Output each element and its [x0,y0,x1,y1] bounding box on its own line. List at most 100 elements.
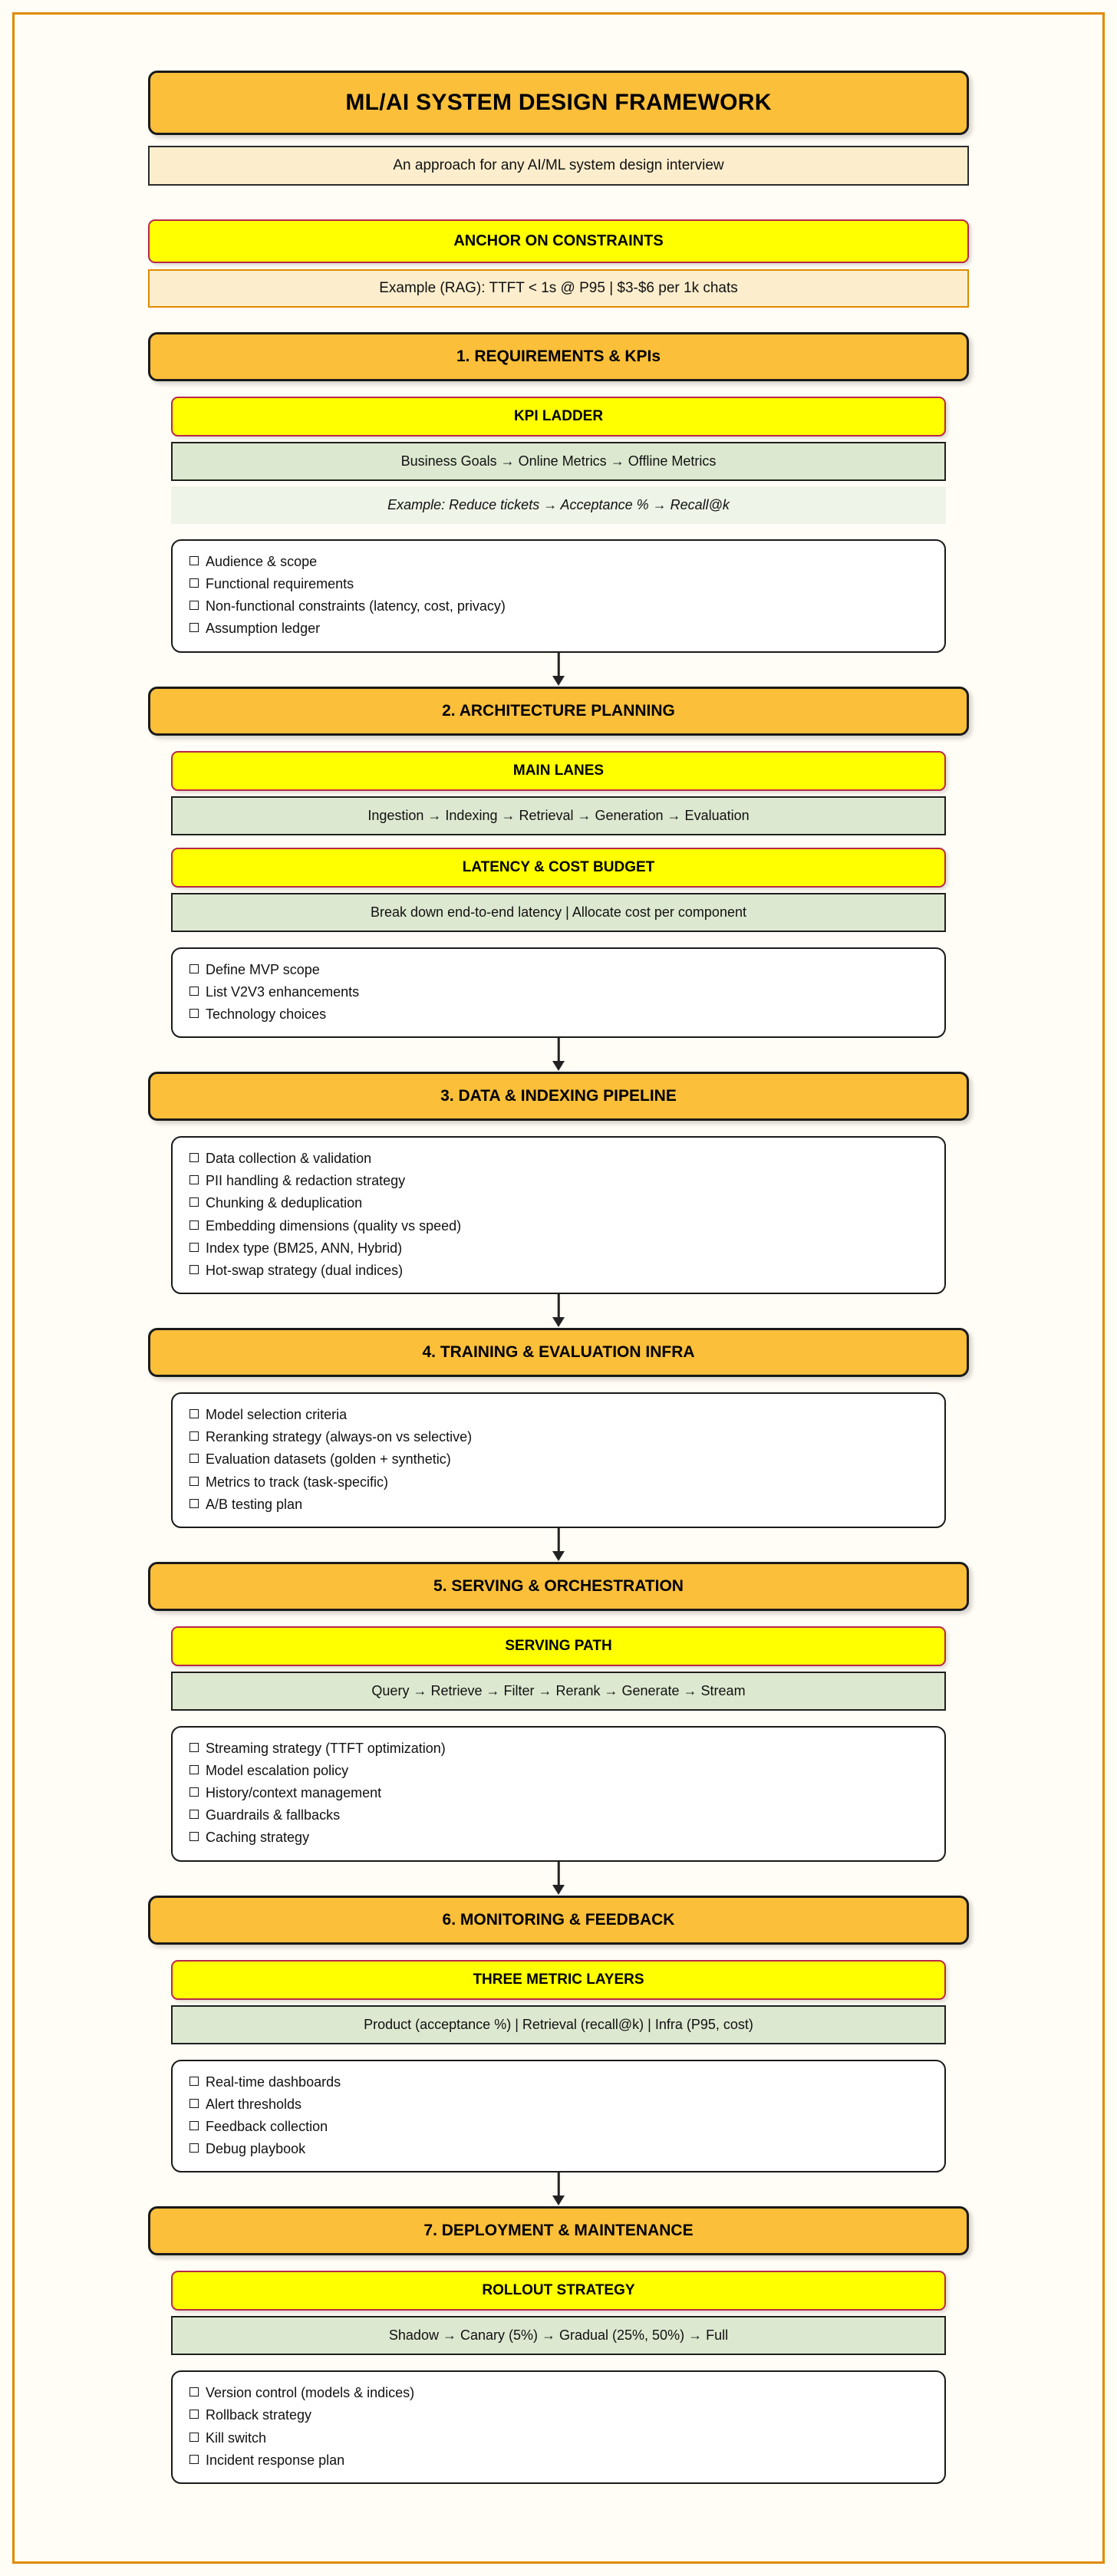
subblock-flow: Query → Retrieve → Filter → Rerank → Gen… [171,1671,946,1711]
checklist-item[interactable]: Chunking & deduplication [189,1192,928,1214]
checkbox-icon[interactable] [189,1764,199,1774]
checklist-item[interactable]: Streaming strategy (TTFT optimization) [189,1738,928,1760]
checklist-item-label: Hot-swap strategy (dual indices) [206,1262,404,1278]
flow-arrow-down-icon [148,652,969,687]
arrow-shaft [557,1861,560,1886]
checkbox-icon[interactable] [189,1153,199,1163]
checklist-item[interactable]: Rollback strategy [189,2404,928,2426]
checklist-item[interactable]: Real-time dashboards [189,2071,928,2093]
checkbox-icon[interactable] [189,2098,199,2108]
checklist-item[interactable]: Metrics to track (task-specific) [189,1471,928,1494]
checklist-item[interactable]: Technology choices [189,1003,928,1026]
checklist-item[interactable]: Version control (models & indices) [189,2382,928,2404]
checklist-item-label: Streaming strategy (TTFT optimization) [206,1740,446,1756]
section-heading-wrap: 2. ARCHITECTURE PLANNING [148,686,969,736]
checklist-item[interactable]: Alert thresholds [189,2093,928,2116]
checklist-item-label: History/context management [206,1785,382,1801]
section-heading-wrap: 3. DATA & INDEXING PIPELINE [148,1072,969,1122]
section-heading-wrap: 7. DEPLOYMENT & MAINTENANCE [148,2206,969,2256]
anchor-example: Example (RAG): TTFT < 1s @ P95 | $3-$6 p… [148,269,969,308]
checkbox-icon[interactable] [189,1264,199,1274]
arrow-shaft [557,652,560,677]
checkbox-icon[interactable] [189,601,199,611]
arrow-head [552,675,565,686]
checkbox-icon[interactable] [189,1175,199,1185]
checklist-item[interactable]: Index type (BM25, ANN, Hybrid) [189,1237,928,1260]
checklist-item[interactable]: Hot-swap strategy (dual indices) [189,1260,928,1282]
checklist-item[interactable]: Debug playbook [189,2138,928,2160]
checkbox-icon[interactable] [189,1454,199,1464]
checkbox-icon[interactable] [189,1832,199,1842]
checklist-item-label: Version control (models & indices) [206,2385,415,2401]
checkbox-icon[interactable] [189,2387,199,2397]
checklist-item[interactable]: History/context management [189,1782,928,1804]
checkbox-icon[interactable] [189,1242,199,1252]
checklist-wrap: Version control (models & indices) Rollba… [171,2370,946,2484]
checklist-item-label: Caching strategy [206,1830,310,1846]
checkbox-icon[interactable] [189,1742,199,1752]
checklist-item-label: Guardrails & fallbacks [206,1807,341,1823]
title-section: ML/AI SYSTEM DESIGN FRAMEWORK An approac… [148,71,969,186]
checklist-item[interactable]: Assumption ledger [189,618,928,640]
checkbox-icon[interactable] [189,2432,199,2442]
checkbox-icon[interactable] [189,556,199,565]
checkbox-icon[interactable] [189,1008,199,1018]
checkbox-icon[interactable] [189,986,199,996]
checklist-item[interactable]: Embedding dimensions (quality vs speed) [189,1215,928,1237]
checkbox-icon[interactable] [189,1810,199,1820]
section-heading: 6. MONITORING & FEEDBACK [148,1895,969,1945]
checklist-item[interactable]: Incident response plan [189,2449,928,2472]
checkbox-icon[interactable] [189,2143,199,2153]
checklist-item[interactable]: Audience & scope [189,551,928,573]
checklist-item[interactable]: Define MVP scope [189,959,928,981]
checklist-item-label: Assumption ledger [206,621,321,637]
checkbox-icon[interactable] [189,1498,199,1508]
checklist-item[interactable]: Feedback collection [189,2116,928,2138]
checkbox-icon[interactable] [189,2120,199,2130]
checklist-item[interactable]: Data collection & validation [189,1148,928,1170]
checklist-item-label: Functional requirements [206,576,354,592]
checklist-item-label: Technology choices [206,1006,327,1022]
checklist-item[interactable]: PII handling & redaction strategy [189,1170,928,1192]
checklist-item[interactable]: List V2V3 enhancements [189,981,928,1003]
section-heading-wrap: 1. REQUIREMENTS & KPIs [148,332,969,381]
checklist-item[interactable]: Non-functional constraints (latency, cos… [189,595,928,618]
checkbox-icon[interactable] [189,2410,199,2420]
checkbox-icon[interactable] [189,1431,199,1441]
flow-arrow-down-icon [148,1527,969,1562]
checkbox-icon[interactable] [189,2454,199,2464]
checklist-item[interactable]: Reranking strategy (always-on vs selecti… [189,1426,928,1448]
section-heading-wrap: 5. SERVING & ORCHESTRATION [148,1561,969,1611]
arrow-shaft [557,1527,560,1553]
checklist-item[interactable]: Guardrails & fallbacks [189,1804,928,1827]
checkbox-icon[interactable] [189,1787,199,1797]
checklist-item[interactable]: Evaluation datasets (golden + synthetic) [189,1448,928,1471]
checklist-item[interactable]: Caching strategy [189,1827,928,1849]
checklist-item-label: Embedding dimensions (quality vs speed) [206,1217,462,1234]
checkbox-icon[interactable] [189,1220,199,1230]
checkbox-icon[interactable] [189,1476,199,1486]
checkbox-icon[interactable] [189,964,199,973]
checklist-item[interactable]: A/B testing plan [189,1494,928,1516]
checklist-item[interactable]: Model selection criteria [189,1404,928,1426]
arrow-shaft [557,1038,560,1063]
checkbox-icon[interactable] [189,1409,199,1419]
checkbox-icon[interactable] [189,578,199,588]
checkbox-icon[interactable] [189,623,199,633]
checklist-item[interactable]: Model escalation policy [189,1760,928,1782]
checklist-item[interactable]: Functional requirements [189,573,928,595]
subblock-title: ROLLOUT STRATEGY [171,2271,946,2311]
flow-arrow-down-icon [148,1038,969,1072]
checkbox-icon[interactable] [189,2076,199,2086]
checklist: Version control (models & indices) Rollba… [171,2370,946,2484]
checklist-item-label: Non-functional constraints (latency, cos… [206,598,506,614]
checklist-item-label: Audience & scope [206,554,318,569]
checklist-item[interactable]: Kill switch [189,2427,928,2449]
checkbox-icon[interactable] [189,1197,199,1207]
checklist-item-label: Model selection criteria [206,1407,348,1423]
